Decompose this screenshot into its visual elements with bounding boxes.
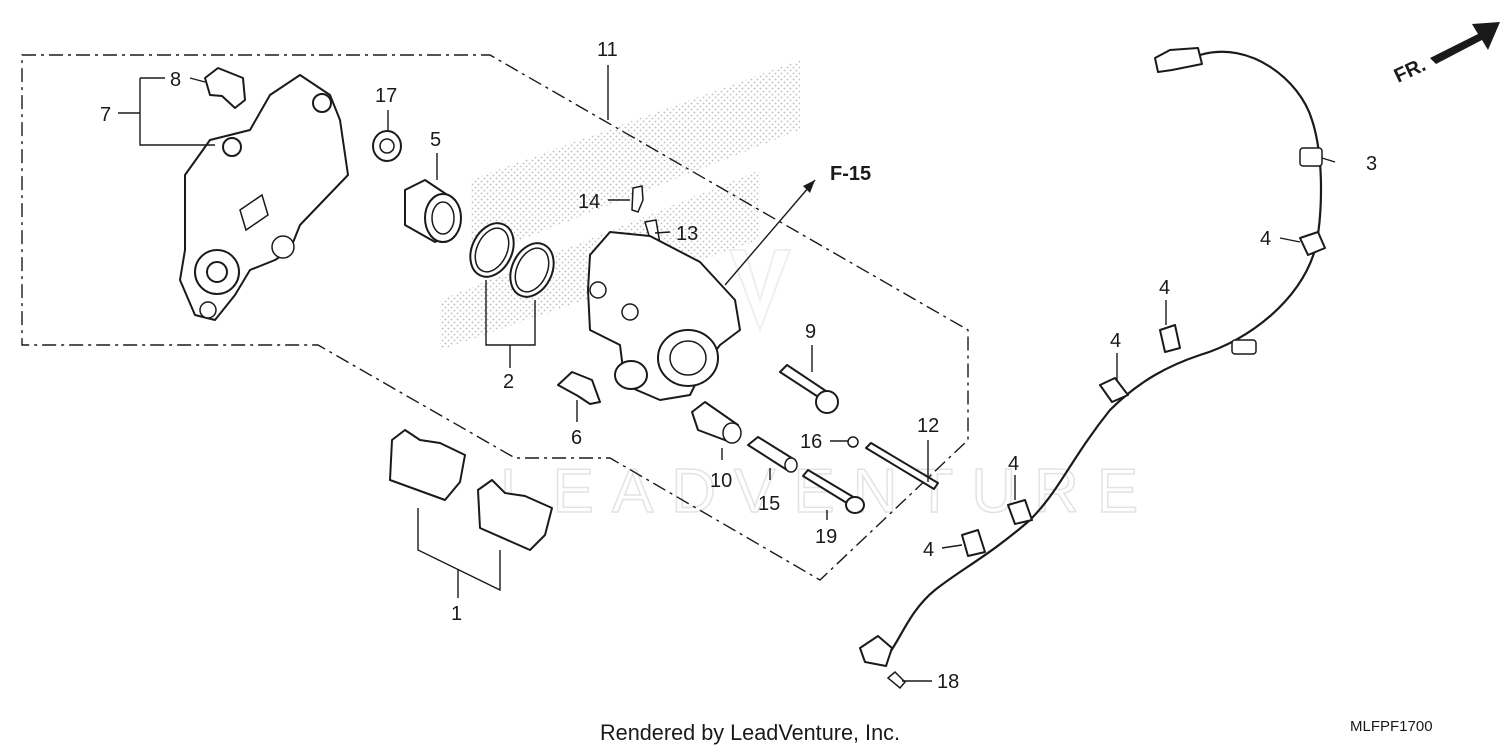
leader-lines: [118, 65, 1336, 682]
callout-13: 13: [676, 223, 698, 245]
callout-10: 10: [710, 470, 732, 492]
pad-spring: [557, 371, 601, 405]
sensor-bolt: [886, 670, 907, 690]
callout-4b: 4: [1159, 277, 1170, 299]
bracket-clip: [204, 67, 246, 109]
callout-17: 17: [375, 85, 397, 107]
callout-14: 14: [578, 191, 600, 213]
callout-1: 1: [451, 603, 462, 625]
piston: [404, 179, 462, 243]
pad-pin: [865, 442, 939, 490]
front-direction-arrow-icon: [1430, 22, 1500, 64]
callout-8: 8: [170, 69, 181, 91]
pin-sleeve: [747, 436, 798, 473]
brake-pads: [389, 429, 553, 551]
caliper-body: [587, 231, 741, 401]
callout-19: 19: [815, 526, 837, 548]
watermark-text: LEADVENTURE: [500, 457, 1156, 526]
reference-arrow: [724, 179, 816, 286]
callout-18: 18: [937, 671, 959, 693]
callout-labels: 1 2 3 4 4 4 4 4 5 6 7 8 9 10 11 12 13 14…: [100, 39, 1377, 693]
callout-2: 2: [503, 371, 514, 393]
wire-clamps: [961, 231, 1326, 557]
pin-bolt: [779, 364, 839, 414]
washer: [847, 436, 859, 448]
diagram-code: MLFPF1700: [1350, 718, 1433, 735]
callout-6: 6: [571, 427, 582, 449]
callout-16: 16: [800, 431, 822, 453]
callout-5: 5: [430, 129, 441, 151]
callout-15: 15: [758, 493, 780, 515]
callout-4d: 4: [1008, 453, 1019, 475]
assembly-frame: [21, 54, 969, 581]
watermark-logo: [728, 249, 792, 333]
reference-label: F-15: [830, 163, 871, 185]
callout-4c: 4: [1110, 330, 1121, 352]
front-direction-label: FR.: [1391, 54, 1429, 88]
callout-3: 3: [1366, 153, 1377, 175]
callout-12: 12: [917, 415, 939, 437]
callout-9: 9: [805, 321, 816, 343]
callout-11: 11: [597, 39, 618, 61]
bleeder-screw: [631, 185, 644, 213]
render-credit: Rendered by LeadVenture, Inc.: [600, 720, 900, 745]
speed-sensor-wire: [859, 47, 1323, 667]
piston-seals: [469, 222, 555, 298]
pin-boot: [372, 130, 402, 162]
slide-boot: [691, 401, 742, 444]
callout-4a: 4: [1260, 228, 1271, 250]
callout-7: 7: [100, 104, 111, 126]
callout-4e: 4: [923, 539, 934, 561]
flange-bolt: [802, 469, 865, 514]
caliper-bracket: [179, 74, 349, 321]
